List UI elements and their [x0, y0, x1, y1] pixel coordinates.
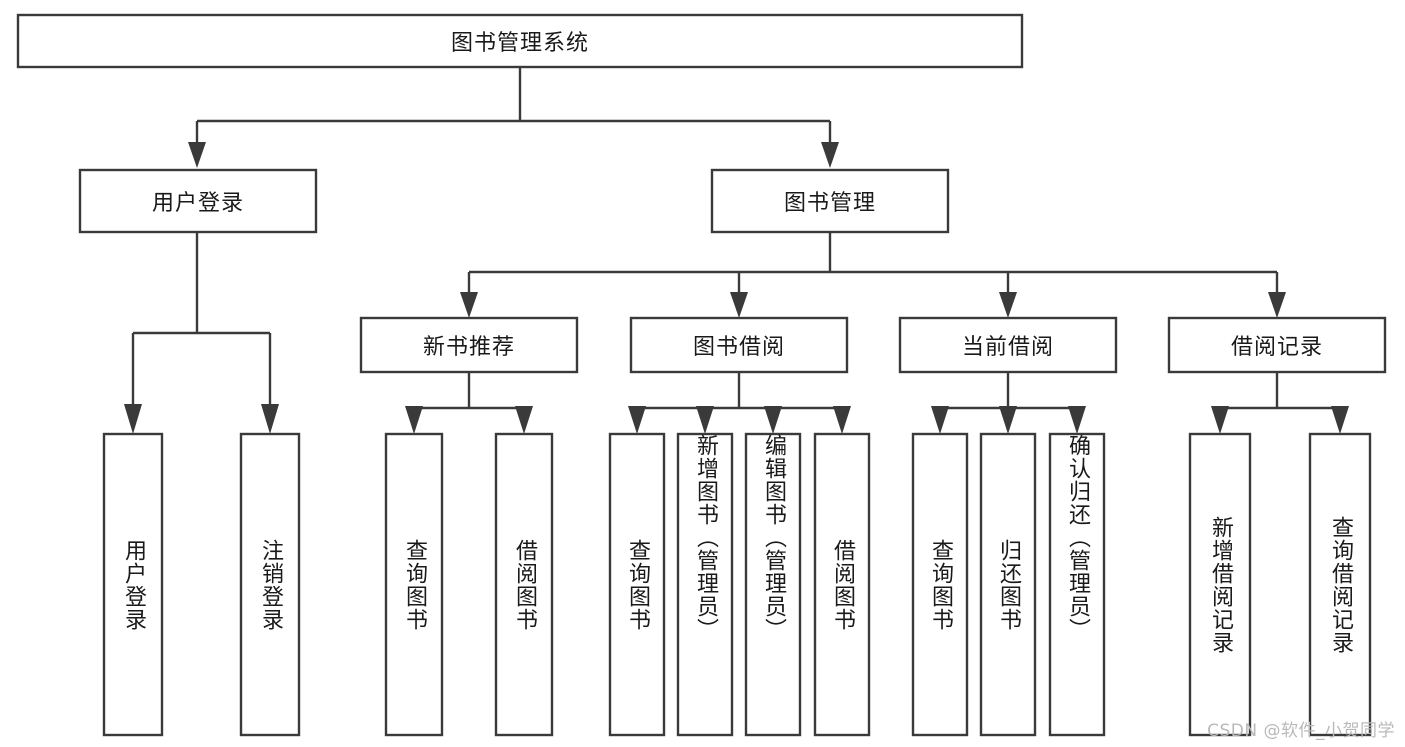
arrow-head-leaf-query-book-1 — [405, 406, 423, 434]
node-leaf-edit-book-box[interactable] — [744, 432, 802, 737]
node-leaf-borrow-book-2-box[interactable] — [813, 432, 871, 737]
arrow-head-leaf-add-book — [696, 406, 714, 434]
arrow-head-leaf-add-record — [1211, 406, 1229, 434]
arrow-head-new-book — [460, 292, 478, 318]
arrow-head-leaf-query-book-3 — [931, 406, 949, 434]
node-current-borrow-box[interactable] — [898, 316, 1118, 374]
node-borrow-record-box[interactable] — [1167, 316, 1387, 374]
arrow-head-leaf-return-book — [999, 406, 1017, 434]
node-borrow-box[interactable] — [629, 316, 849, 374]
arrow-head-leaf-borrow-book-1 — [515, 406, 533, 434]
arrow-head-book-mgmt — [821, 142, 839, 168]
node-leaf-logout-box[interactable] — [239, 432, 301, 737]
node-leaf-return-book-box[interactable] — [979, 432, 1037, 737]
node-user-login-box[interactable] — [78, 168, 318, 234]
arrow-head-current-borrow — [999, 292, 1017, 318]
arrow-head-borrow — [730, 292, 748, 318]
node-leaf-query-book-2-box[interactable] — [608, 432, 666, 737]
node-leaf-query-book-3-box[interactable] — [911, 432, 969, 737]
arrow-head-leaf-edit-book — [764, 406, 782, 434]
node-new-book-box[interactable] — [359, 316, 579, 374]
node-leaf-add-record-box[interactable] — [1188, 432, 1252, 737]
node-leaf-query-book-1-box[interactable] — [384, 432, 444, 737]
node-leaf-user-login-box[interactable] — [102, 432, 164, 737]
arrow-head-leaf-query-record — [1331, 406, 1349, 434]
arrow-head-leaf-borrow-book-2 — [833, 406, 851, 434]
arrow-head-borrow-record — [1268, 292, 1286, 318]
arrow-head-user-login — [188, 142, 206, 168]
arrow-head-leaf-logout — [261, 404, 279, 434]
node-leaf-add-book-box[interactable] — [676, 432, 734, 737]
arrow-head-leaf-user-login — [124, 404, 142, 434]
node-leaf-query-record-box[interactable] — [1308, 432, 1372, 737]
watermark-text: CSDN @软件_小贺同学 — [1207, 721, 1395, 741]
arrow-head-leaf-query-book-2 — [628, 406, 646, 434]
arrow-head-leaf-confirm-return — [1068, 406, 1086, 434]
node-leaf-borrow-book-1-box[interactable] — [494, 432, 554, 737]
node-leaf-confirm-return-box[interactable] — [1048, 432, 1106, 737]
node-root-box[interactable] — [16, 13, 1024, 69]
node-book-mgmt-box[interactable] — [710, 168, 950, 234]
